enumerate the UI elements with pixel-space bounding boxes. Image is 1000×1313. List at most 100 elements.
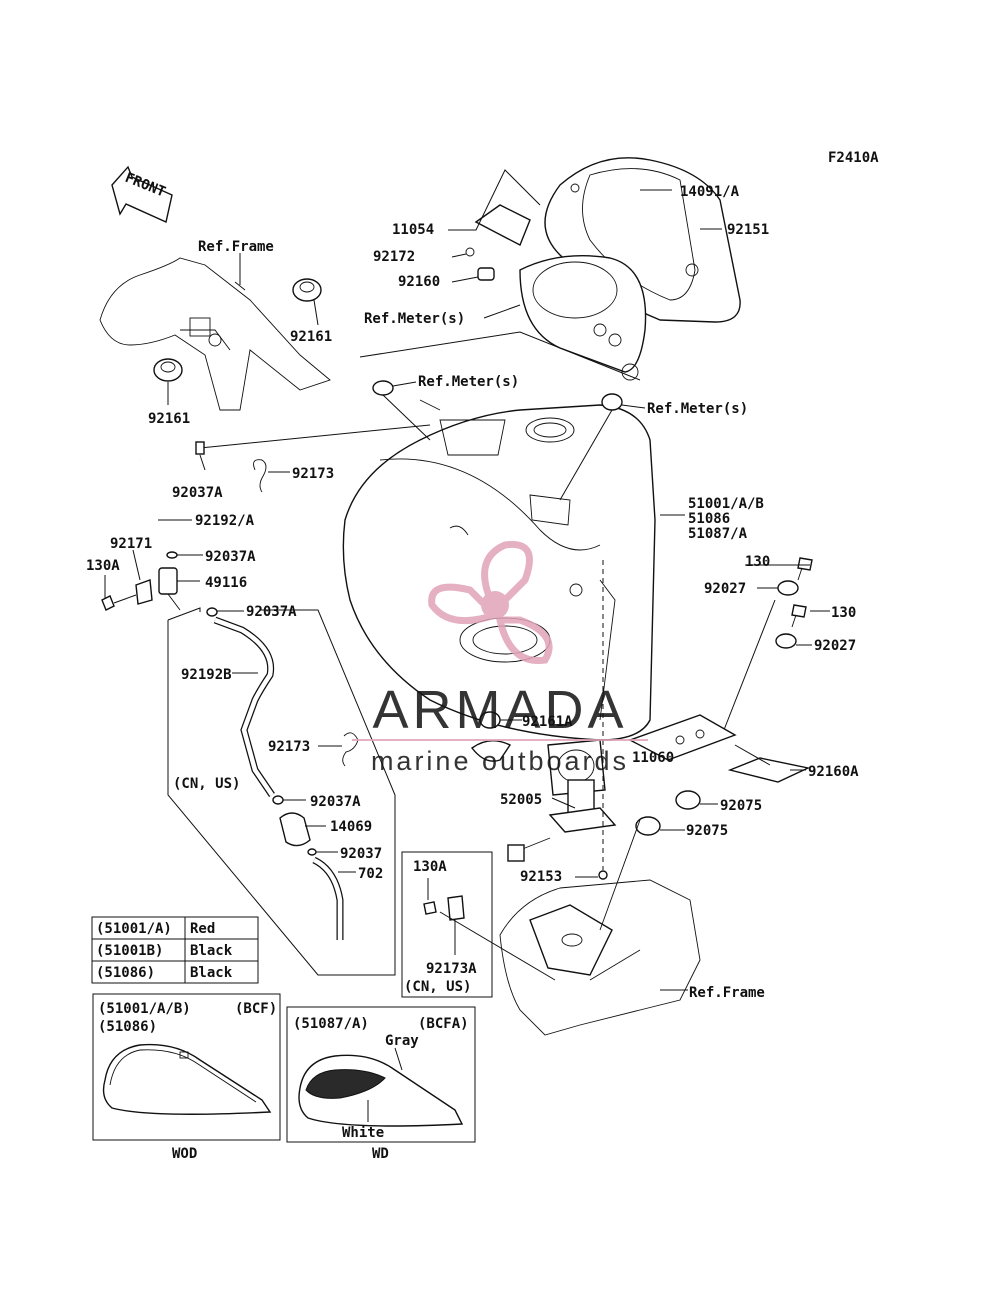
label-92037a-1: 92037A xyxy=(172,485,223,501)
label-ref-meter-1: Ref.Meter(s) xyxy=(364,311,465,327)
meter-body xyxy=(477,255,647,381)
label-92173a: 92173A xyxy=(426,961,477,977)
filter-14069 xyxy=(279,812,311,847)
bracket-11054 xyxy=(465,204,531,257)
clamp-92037 xyxy=(307,848,317,856)
fuel-tank xyxy=(342,399,656,741)
label-92027-2: 92027 xyxy=(814,638,856,654)
label-92037a-2: 92037A xyxy=(205,549,256,565)
wd-paint: (BCFA) xyxy=(418,1016,469,1032)
label-130a-2: 130A xyxy=(413,859,447,875)
variant-wod-box: (51001/A/B) (BCF) (51086) WOD xyxy=(92,993,281,1162)
label-92160: 92160 xyxy=(398,274,440,290)
label-92037a-4: 92037A xyxy=(310,794,361,810)
bracket-11060 xyxy=(628,714,737,761)
wod-caption: WOD xyxy=(172,1146,197,1162)
label-92171: 92171 xyxy=(110,536,152,552)
clamp-92037a-4 xyxy=(272,795,284,805)
washer-92027-1 xyxy=(777,580,799,596)
grommet-92075-2 xyxy=(635,816,661,836)
frame-sketch-top xyxy=(99,257,331,411)
table-color-0: Red xyxy=(190,921,215,937)
label-52005: 52005 xyxy=(500,792,542,808)
variant-wd-box: (51087/A) (BCFA) Gray White WD xyxy=(286,1006,476,1162)
label-130a-1: 130A xyxy=(86,558,120,574)
table-color-2: Black xyxy=(190,965,233,981)
clamp-92037a-2 xyxy=(166,551,178,559)
valve-49116 xyxy=(135,567,181,611)
watermark-tagline: marine outboards xyxy=(371,746,629,776)
table-code-0: (51001/A) xyxy=(96,921,172,937)
bolt-130-2 xyxy=(791,604,807,628)
wd-gray: Gray xyxy=(385,1033,419,1049)
label-130-1: 130 xyxy=(745,554,770,570)
wd-white: White xyxy=(342,1125,384,1141)
label-92173-1: 92173 xyxy=(292,466,334,482)
front-arrow-icon: FRONT xyxy=(111,165,173,223)
label-702: 702 xyxy=(358,866,383,882)
figure-id: F2410A xyxy=(828,150,879,166)
label-92161a: 92161A xyxy=(522,714,573,730)
label-92161-a: 92161 xyxy=(290,329,332,345)
label-92075-2: 92075 xyxy=(686,823,728,839)
label-92037: 92037 xyxy=(340,846,382,862)
label-92172: 92172 xyxy=(373,249,415,265)
grommet-ref-meter-3 xyxy=(601,393,623,411)
label-51087: 51087/A xyxy=(688,526,748,542)
clamp-92037a-1 xyxy=(195,441,205,455)
wd-caption: WD xyxy=(372,1146,389,1162)
clip-92173-1 xyxy=(253,459,267,493)
label-ref-meter-3: Ref.Meter(s) xyxy=(647,401,748,417)
grommet-ref-meter-2 xyxy=(372,380,394,396)
bolt-130-1 xyxy=(797,557,813,581)
grommet-92075-1 xyxy=(675,790,701,810)
label-130-2: 130 xyxy=(831,605,856,621)
bolt-130a-2 xyxy=(423,901,437,915)
wod-paint: (BCF) xyxy=(235,1001,277,1017)
propeller-logo-icon xyxy=(428,540,553,664)
label-49116: 49116 xyxy=(205,575,247,591)
label-14069: 14069 xyxy=(330,819,372,835)
label-51086: 51086 xyxy=(688,511,730,527)
label-92151: 92151 xyxy=(727,222,769,238)
bolt-130a-1 xyxy=(101,595,115,611)
label-92075-1: 92075 xyxy=(720,798,762,814)
label-ref-meter-2: Ref.Meter(s) xyxy=(418,374,519,390)
label-92160a: 92160A xyxy=(808,764,859,780)
color-table: (51001/A) Red (51001B) Black (51086) Bla… xyxy=(91,916,259,984)
fuel-pump-52005 xyxy=(471,739,617,862)
label-92192b: 92192B xyxy=(181,667,232,683)
label-cn-us-1: (CN, US) xyxy=(173,776,240,792)
label-92173-2: 92173 xyxy=(268,739,310,755)
label-92192a: 92192/A xyxy=(195,513,255,529)
watermark-brand: ARMADA xyxy=(372,680,627,740)
table-code-2: (51086) xyxy=(96,965,155,981)
washer-92027-2 xyxy=(775,633,797,649)
table-color-1: Black xyxy=(190,943,233,959)
armada-watermark: ARMADA marine outboards xyxy=(352,540,648,776)
label-ref-frame-top: Ref.Frame xyxy=(198,239,274,255)
wod-code-line2: (51086) xyxy=(98,1019,157,1035)
label-92037a-3: 92037A xyxy=(246,604,297,620)
label-ref-frame-bottom: Ref.Frame xyxy=(689,985,765,1001)
grommet-92161-a xyxy=(292,278,322,302)
label-92153: 92153 xyxy=(520,869,562,885)
table-code-1: (51001B) xyxy=(96,943,163,959)
label-cn-us-2: (CN, US) xyxy=(404,979,471,995)
grommet-92161-b xyxy=(153,358,183,382)
cn-us-box-2 xyxy=(401,851,493,998)
clip-92173-2 xyxy=(342,732,359,767)
clamp-92037a-3 xyxy=(206,607,218,617)
screw-92153 xyxy=(598,870,608,880)
wd-code-line1: (51087/A) xyxy=(293,1016,369,1032)
pad-92160a xyxy=(727,757,811,783)
wod-code-line1: (51001/A/B) xyxy=(98,1001,191,1017)
label-11060: 11060 xyxy=(632,750,674,766)
clip-92173a xyxy=(447,895,465,921)
label-51001: 51001/A/B xyxy=(688,496,764,512)
frame-sketch-bottom xyxy=(499,819,701,1036)
label-11054: 11054 xyxy=(392,222,434,238)
label-92161-b: 92161 xyxy=(148,411,190,427)
label-92027-1: 92027 xyxy=(704,581,746,597)
